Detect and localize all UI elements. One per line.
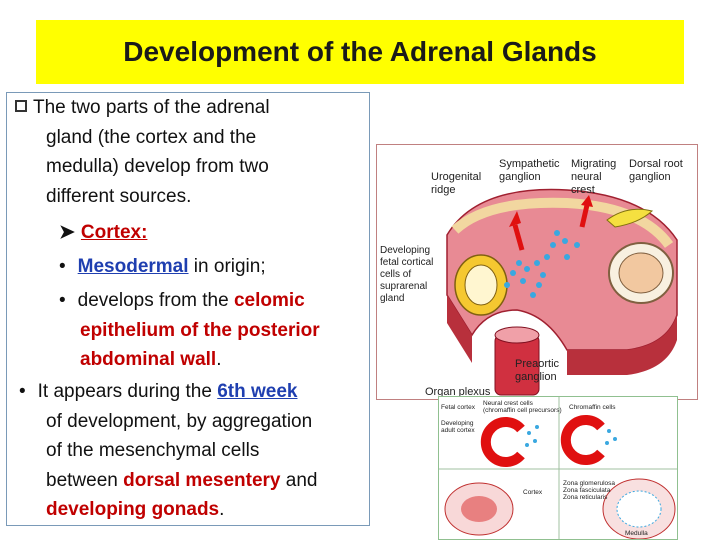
fetal-cortical-label-5: gland	[380, 293, 404, 304]
developing-adult-label-2: adult cortex	[441, 427, 475, 434]
fetal-cortex-label: Fetal cortex	[441, 404, 476, 411]
dorsal-root-label-1: Dorsal root	[629, 158, 683, 170]
developing-adult-label-1: Developing	[441, 420, 474, 427]
dorsal-root-label-2: ganglion	[629, 171, 671, 183]
red-arrow-icon	[509, 195, 593, 251]
sympathetic-label-2: ganglion	[499, 171, 541, 183]
migrating-label-1: Migrating	[571, 158, 616, 170]
sympathetic-label-1: Sympathetic	[499, 158, 560, 170]
intro-line-2: gland (the cortex and the	[46, 126, 257, 148]
fetal-cortical-label-1: Developing	[380, 245, 430, 256]
mesenchymal-line: of the mesenchymal cells	[46, 440, 260, 461]
adrenal-stages-figure: Neural crest cells (chromaffin cell prec…	[438, 396, 678, 540]
urogenital-label-1: Urogenital	[431, 171, 481, 183]
fetal-cortical-label-4: suprarenal	[380, 281, 427, 292]
adrenal-stages-illustration: Neural crest cells (chromaffin cell prec…	[439, 397, 677, 540]
dot-bullet-icon: •	[59, 290, 66, 311]
epithelium-line: epithelium of the posterior	[80, 320, 320, 341]
arrow-bullet-icon: ➤	[59, 222, 75, 243]
chromaffin-precursors-label: (chromaffin cell precursors)	[483, 407, 562, 414]
between-line: between dorsal mesentery and	[46, 469, 318, 491]
development-line: of development, by aggregation	[46, 410, 313, 432]
organ-plexus-label: Organ plexus	[425, 386, 491, 398]
gonads-line: developing gonads.	[46, 499, 225, 520]
fetal-cortical-label-2: fetal cortical	[380, 257, 433, 268]
abdominal-line: abdominal wall.	[80, 349, 222, 370]
checkbox-bullet-icon	[15, 100, 27, 112]
develops-line: •develops from the celomic	[59, 290, 305, 311]
cortex-label: Cortex	[523, 489, 543, 496]
fetal-cortical-label-3: cells of	[380, 269, 411, 280]
intro-line-4: different sources.	[46, 185, 192, 207]
medulla-label: Medulla	[625, 530, 648, 537]
urogenital-label-2: ridge	[431, 184, 455, 196]
dot-bullet-icon: •	[19, 381, 26, 402]
page-title: Development of the Adrenal Glands	[123, 36, 597, 67]
dot-bullet-icon: •	[59, 256, 66, 277]
intro-line-3: medulla) develop from two	[46, 156, 269, 177]
cross-section-illustration: Urogenital ridge Sympathetic ganglion Mi…	[380, 158, 683, 398]
appears-line: •It appears during the 6th week	[19, 381, 298, 402]
zona-glomerulosa-label: Zona glomerulosa	[563, 480, 615, 487]
preaortic-label-1: Preaortic	[515, 358, 560, 370]
embryo-cross-section-figure: Urogenital ridge Sympathetic ganglion Mi…	[376, 144, 698, 400]
migrating-label-3: crest	[571, 184, 595, 196]
preaortic-label-2: ganglion	[515, 371, 557, 383]
mesodermal-line: •Mesodermal in origin;	[59, 256, 266, 277]
title-banner: Development of the Adrenal Glands	[36, 20, 684, 84]
neural-crest-label: Neural crest cells	[483, 400, 534, 407]
migrating-label-2: neural	[571, 171, 602, 183]
zona-fasciculata-label: Zona fasciculata	[563, 487, 611, 494]
chromaffin-cells-label: Chromaffin cells	[569, 404, 616, 411]
content-text-box: The two parts of the adrenal gland (the …	[6, 92, 370, 526]
zona-reticularis-label: Zona reticularis	[563, 494, 608, 501]
intro-line-1: The two parts of the adrenal	[15, 93, 270, 123]
cortex-heading: ➤Cortex:	[59, 222, 148, 243]
